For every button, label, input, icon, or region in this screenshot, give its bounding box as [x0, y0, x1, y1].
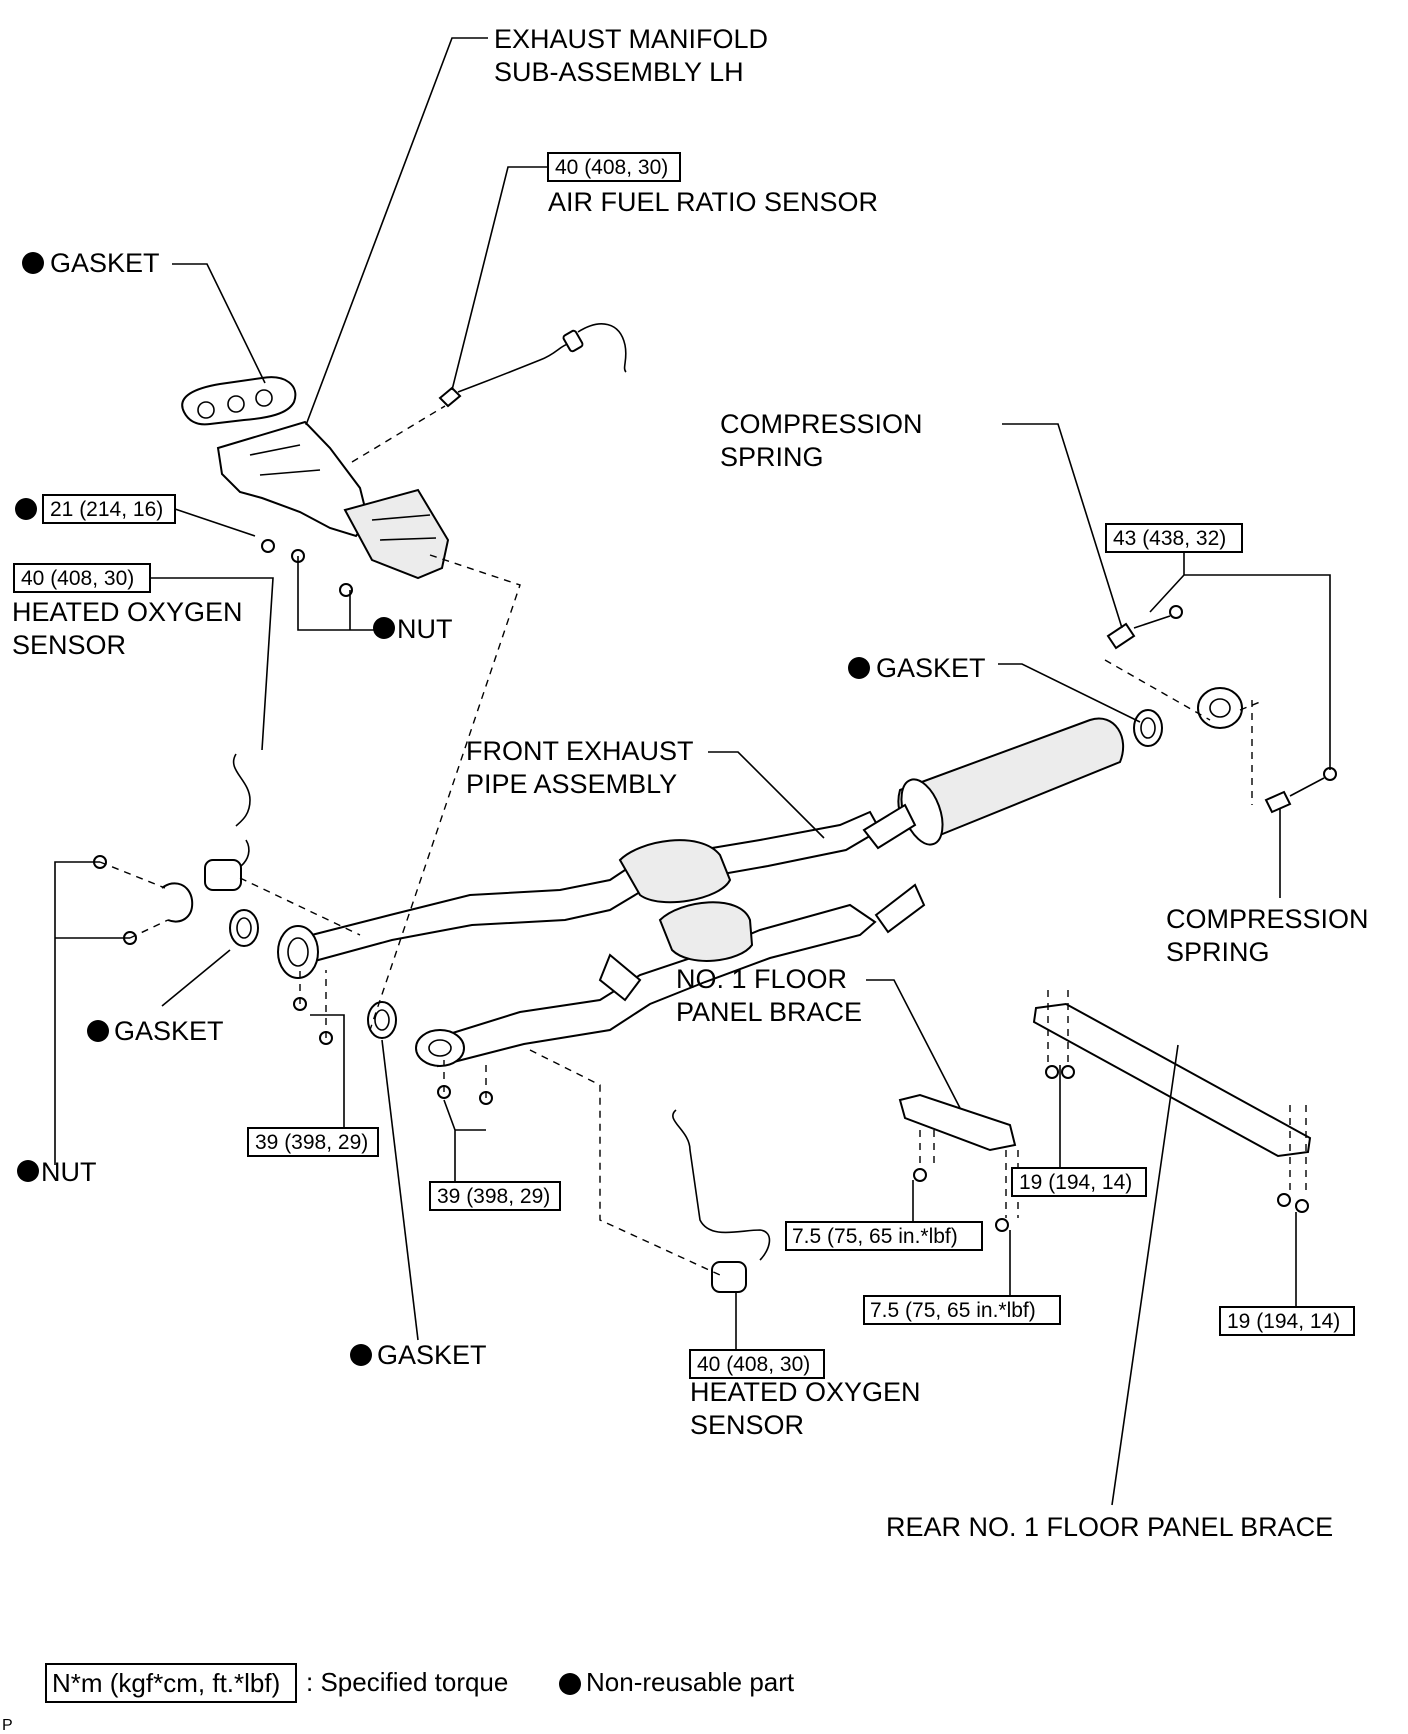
legend: N*m (kgf*cm, ft.*lbf) : Specified torque… — [45, 1663, 795, 1703]
nut-mid-label: NUT — [397, 614, 453, 644]
non-reusable-dot — [350, 1344, 372, 1366]
torque-front-pipe-right-bolts: 39 (398, 29) — [437, 1185, 550, 1208]
corner-mark: P — [2, 1717, 13, 1734]
heated-oxygen-sensor-bottom-label-1: HEATED OXYGEN — [690, 1377, 921, 1407]
torque-rear-brace-bottom-bolts: 19 (194, 14) — [1227, 1310, 1340, 1333]
torque-heated-oxygen-sensor-left: 40 (408, 30) — [21, 567, 134, 590]
air-fuel-ratio-sensor-part — [438, 323, 627, 408]
exhaust-manifold-label-1: EXHAUST MANIFOLD — [494, 24, 768, 54]
heated-oxygen-sensor-left-label-2: SENSOR — [12, 630, 126, 660]
no1-floor-panel-brace-label-2: PANEL BRACE — [676, 997, 862, 1027]
heated-oxygen-sensor-bottom-part — [672, 1109, 771, 1293]
manifold-gasket-part — [181, 376, 297, 426]
heated-oxygen-sensor-bottom-label-2: SENSOR — [690, 1410, 804, 1440]
non-reusable-dot — [17, 1160, 39, 1182]
air-fuel-ratio-sensor-label: AIR FUEL RATIO SENSOR — [548, 187, 878, 217]
legend-torque-unit: N*m (kgf*cm, ft.*lbf) — [52, 1668, 280, 1698]
alignment-dashes — [99, 405, 1307, 1276]
front-exhaust-pipe-label-1: FRONT EXHAUST — [466, 736, 694, 766]
heated-oxygen-sensor-left-part — [204, 753, 251, 891]
compression-spring-top-label-2: SPRING — [720, 442, 824, 472]
leader-lines — [54, 37, 1331, 1506]
heated-oxygen-sensor-left-label-1: HEATED OXYGEN — [12, 597, 243, 627]
legend-torque-text: : Specified torque — [306, 1667, 508, 1697]
compression-springs-part — [1106, 605, 1337, 814]
gasket-left-label: GASKET — [114, 1016, 224, 1046]
non-reusable-dot — [22, 252, 44, 274]
compression-spring-bottom-label-2: SPRING — [1166, 937, 1270, 967]
gasket-top-label: GASKET — [50, 248, 160, 278]
torque-floor-brace-bolts-2: 7.5 (75, 65 in.*lbf) — [870, 1299, 1036, 1322]
non-reusable-dot — [848, 657, 870, 679]
torque-compression-spring-bolt: 43 (438, 32) — [1113, 527, 1226, 550]
torque-manifold-nut: 21 (214, 16) — [50, 498, 163, 521]
legend-non-reusable-dot — [559, 1673, 581, 1695]
front-exhaust-pipe-part — [290, 717, 1125, 1068]
gasket-bottom-label: GASKET — [377, 1340, 487, 1370]
non-reusable-dot — [15, 498, 37, 520]
exhaust-manifold-label-2: SUB-ASSEMBLY LH — [494, 57, 744, 87]
front-exhaust-pipe-label-2: PIPE ASSEMBLY — [466, 769, 677, 799]
torque-floor-brace-bolts-1: 7.5 (75, 65 in.*lbf) — [792, 1225, 958, 1248]
no1-floor-panel-brace-label-1: NO. 1 FLOOR — [676, 964, 847, 994]
non-reusable-dot — [373, 617, 395, 639]
exhaust-manifold-part — [216, 420, 450, 597]
front-pipe-flanges-part — [277, 925, 465, 1067]
bolts-part — [293, 997, 1309, 1232]
torque-air-fuel-ratio-sensor: 40 (408, 30) — [555, 156, 668, 179]
torque-values: 40 (408, 30) 21 (214, 16) 40 (408, 30) 4… — [13, 152, 1355, 1379]
rear-no1-floor-panel-brace-label: REAR NO. 1 FLOOR PANEL BRACE — [886, 1512, 1333, 1542]
compression-spring-top-label-1: COMPRESSION — [720, 409, 923, 439]
rear-floor-panel-brace-part — [1032, 1002, 1312, 1158]
legend-torque-box — [45, 1663, 297, 1703]
part-labels: EXHAUST MANIFOLD SUB-ASSEMBLY LH AIR FUE… — [12, 24, 1369, 1542]
nut-left-label: NUT — [41, 1157, 97, 1187]
stud-flange-part — [93, 855, 194, 945]
torque-front-pipe-left-bolts: 39 (398, 29) — [255, 1131, 368, 1154]
gasket-right-label: GASKET — [876, 653, 986, 683]
gaskets-part — [229, 687, 1243, 1039]
torque-rear-brace-top-bolts: 19 (194, 14) — [1019, 1171, 1132, 1194]
torque-heated-oxygen-sensor-bottom: 40 (408, 30) — [697, 1353, 810, 1376]
compression-spring-bottom-label-1: COMPRESSION — [1166, 904, 1369, 934]
no1-floor-panel-brace-part — [898, 1093, 1017, 1152]
legend-non-reusable-text: Non-reusable part — [586, 1667, 795, 1697]
non-reusable-dot — [87, 1020, 109, 1042]
